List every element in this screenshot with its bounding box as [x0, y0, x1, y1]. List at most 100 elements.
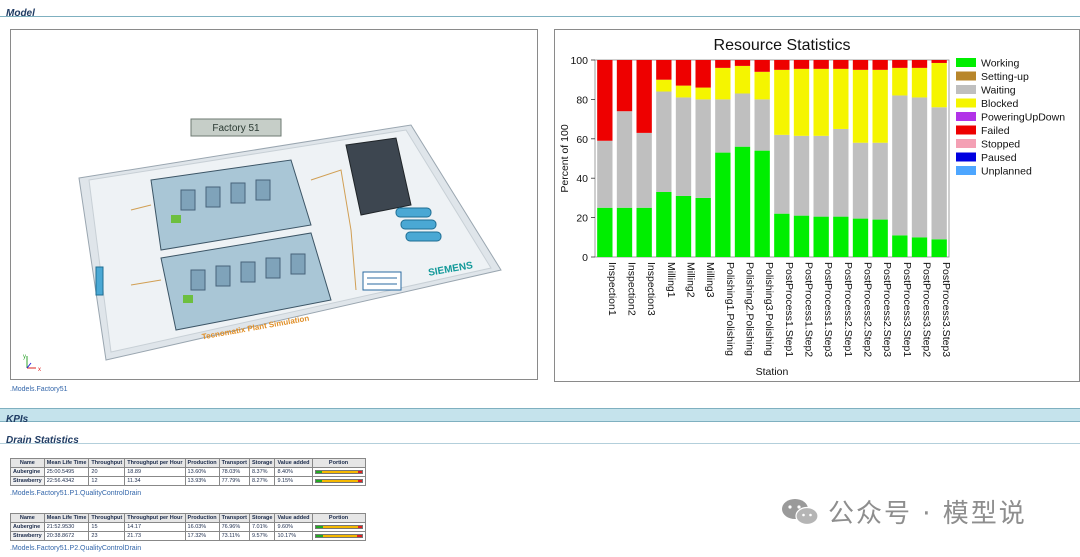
bar-segment [872, 142, 888, 220]
bar-segment [793, 68, 810, 136]
cell-production: 13.93% [184, 476, 220, 486]
bar-segment [774, 69, 790, 135]
bar-segment [872, 60, 888, 70]
bar-segment [734, 93, 751, 147]
column-header: Transport [218, 458, 250, 468]
x-tick-label: PostProcess2.Step1 [842, 262, 854, 357]
x-axis-label: Station [756, 366, 789, 378]
watermark-text: 公众号 · 模型说 [828, 499, 1027, 529]
portion-segment [323, 535, 357, 537]
drain-path-caption-p2[interactable]: .Models.Factory51.P2.QualityControlDrain [10, 545, 142, 552]
y-tick-label: 20 [576, 213, 588, 225]
legend-swatch [956, 152, 976, 162]
model-section-header[interactable]: Model [0, 3, 1080, 19]
portion-segment [315, 480, 322, 482]
legend-swatch [956, 71, 976, 81]
bar-segment [774, 134, 790, 214]
bar-segment [833, 60, 849, 69]
drain-table-p1: Name Mean Life Time Throughput Throughpu… [10, 458, 366, 486]
portion-segment [357, 471, 362, 473]
bar-segment [931, 107, 947, 240]
portion-segment [315, 526, 323, 528]
svg-text:y: y [23, 354, 26, 360]
bar-segment [892, 235, 908, 257]
bar-segment [597, 60, 613, 141]
bar-segment [695, 197, 711, 257]
bar-segment [715, 67, 731, 100]
column-header: Transport [218, 513, 250, 523]
factory-3d-view[interactable]: Factory 51 SIEMENS Tecnomatix Plant Simu… [11, 30, 539, 381]
table-row[interactable]: Aubergine 25:00.5495 20 18.89 13.60% 78.… [10, 467, 366, 477]
legend-swatch [956, 166, 976, 175]
x-tick-label: PostProcess2.Step2 [862, 262, 874, 357]
column-header: Storage [248, 458, 276, 468]
bar-segment [695, 60, 711, 88]
cell-transport: 78.03% [218, 467, 250, 477]
bar-segment [813, 216, 829, 257]
model-path-caption[interactable]: .Models.Factory51 [10, 386, 68, 393]
portion-bar [314, 470, 363, 474]
x-tick-label: Inspection3 [645, 262, 657, 316]
bar-segment [852, 69, 869, 143]
column-header: Value added [274, 458, 313, 468]
legend-label: Unplanned [981, 166, 1032, 178]
bar-segment [656, 191, 672, 257]
cell-storage: 8.27% [248, 476, 276, 486]
cell-throughput: 12 [88, 476, 126, 486]
legend-label: Setting-up [981, 71, 1029, 83]
legend-label: Working [981, 58, 1019, 70]
table-row[interactable]: Aubergine 21:52.9530 15 14.17 16.03% 76.… [10, 522, 366, 532]
bar-segment [734, 65, 751, 94]
bar-segment [931, 60, 947, 63]
column-header: Throughput [88, 458, 126, 468]
kpi-section-header[interactable]: KPIs [0, 408, 1080, 425]
x-tick-label: Milling3 [704, 262, 716, 298]
bar-segment [675, 195, 692, 257]
legend-label: PoweringUpDown [981, 112, 1065, 124]
bar-segment [911, 237, 928, 257]
bar-segment [754, 150, 770, 257]
portion-segment [322, 526, 359, 528]
bar-segment [852, 218, 869, 257]
bar-segment [656, 91, 672, 192]
factory-label-text: Factory 51 [212, 123, 260, 134]
cell-value-added: 9.15% [274, 476, 313, 486]
column-header: Portion [311, 513, 366, 523]
model-view-panel[interactable]: Factory 51 SIEMENS Tecnomatix Plant Simu… [10, 29, 538, 380]
portion-bar [314, 479, 363, 483]
wechat-icon [782, 498, 819, 525]
cell-storage: 9.57% [248, 531, 276, 541]
x-tick-label: Milling1 [665, 262, 677, 298]
cell-value-added: 9.60% [274, 522, 313, 532]
bar-segment [793, 60, 810, 69]
bar-segment [931, 62, 947, 108]
bar-segment [774, 60, 790, 70]
column-header: Throughput [88, 513, 126, 523]
cell-throughput: 20 [88, 467, 126, 477]
bar-segment [616, 111, 633, 208]
cell-portion [311, 476, 366, 486]
table-row[interactable]: Strawberry 20:38.8672 23 21.73 17.32% 73… [10, 531, 366, 541]
bar-segment [892, 67, 908, 96]
cell-mean-life: 22:56.4342 [43, 476, 90, 486]
bar-segment [695, 87, 711, 100]
x-tick-label: Inspection2 [626, 262, 638, 316]
drain-statistics-header[interactable]: Drain Statistics [0, 430, 1080, 446]
cell-storage: 8.37% [248, 467, 276, 477]
bar-segment [715, 152, 731, 257]
bar-segment [793, 215, 810, 257]
portion-bar [314, 534, 363, 538]
x-tick-label: PostProcess2.Step3 [881, 262, 893, 357]
legend-label: Waiting [981, 85, 1016, 97]
kpi-section-title: KPIs [6, 414, 29, 425]
drain-path-caption-p1[interactable]: .Models.Factory51.P1.QualityControlDrain [10, 490, 142, 497]
table-row[interactable]: Strawberry 22:56.4342 12 11.34 13.93% 77… [10, 476, 366, 486]
bar-segment [911, 97, 928, 238]
bar-segment [695, 99, 711, 198]
legend-swatch [956, 112, 976, 121]
plot-area [594, 59, 950, 258]
x-tick-label: Milling2 [685, 262, 697, 298]
legend-label: Failed [981, 125, 1010, 137]
